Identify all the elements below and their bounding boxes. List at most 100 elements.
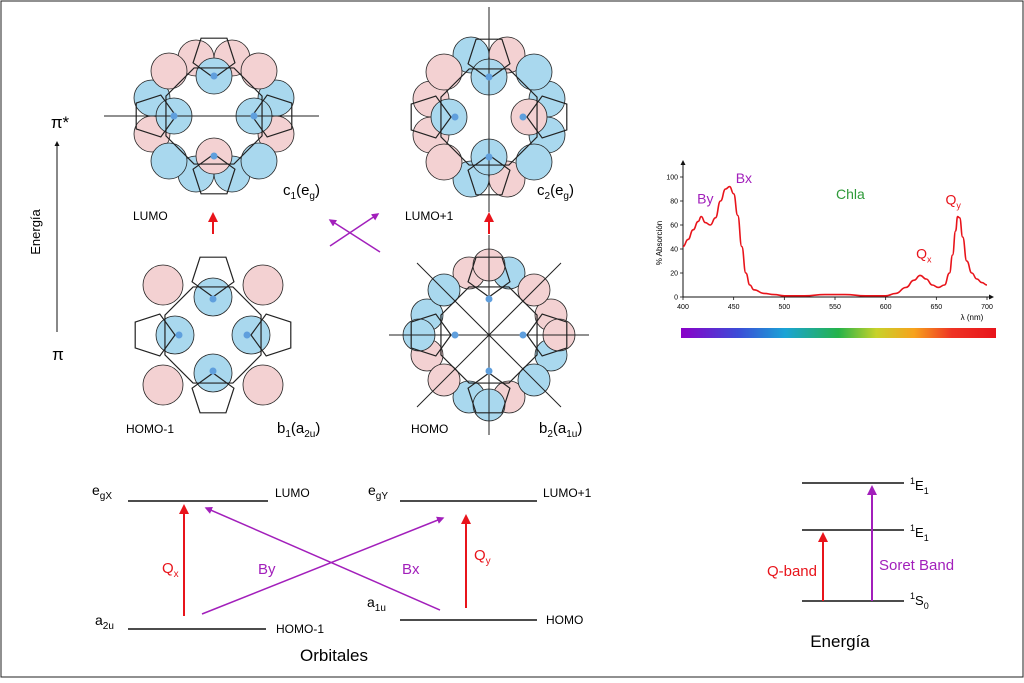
pyrrole-ring <box>134 313 176 357</box>
chart-annotation: Qy <box>945 192 961 211</box>
by-label: By <box>258 561 276 578</box>
orbitales-title: Orbitales <box>300 646 368 665</box>
x-tick-label: 500 <box>778 304 790 311</box>
orbital-lobe <box>150 142 188 180</box>
nodal-line <box>416 262 562 408</box>
state-diagram: 1E1 1E1 1S0 Q-band Soret Band Energía <box>767 476 954 651</box>
atom-dot <box>175 331 183 339</box>
lumo-plus1-symmetry-label: c2(eg) <box>537 182 574 202</box>
y-tick-label: 100 <box>666 175 678 182</box>
atom-dot <box>451 113 459 121</box>
pyrrole-ring <box>191 372 235 414</box>
pyrrole-ring <box>191 256 235 298</box>
atom-dot <box>519 331 527 339</box>
a1u-label: a1u <box>367 594 386 614</box>
atom-dot <box>485 153 493 161</box>
atom-dot <box>519 113 527 121</box>
atom-dot <box>250 112 258 120</box>
orbital-lobe <box>430 98 468 136</box>
lumo-plus1-level-label: LUMO+1 <box>543 486 592 500</box>
homo-symmetry-label: b2(a1u) <box>539 420 582 440</box>
egx-label: egX <box>92 482 112 502</box>
energy-axis-title: Energía <box>28 208 43 254</box>
pi-star-label: π* <box>51 113 70 132</box>
a2u-label: a2u <box>95 612 114 632</box>
orbital-lobe <box>242 364 284 406</box>
x-tick-label: 600 <box>880 304 892 311</box>
pyrrole-ring <box>410 95 452 139</box>
e1-lower-label: 1E1 <box>910 523 929 543</box>
orbital-transitions: egX egY a2u a1u LUMO LUMO+1 HOMO-1 HOMO … <box>92 482 592 665</box>
pyrrole-ring <box>192 153 236 195</box>
energia-title: Energía <box>810 632 870 651</box>
homo-orbital-diagram <box>389 235 589 435</box>
orbital-lobe <box>240 142 278 180</box>
atom-dot <box>485 295 493 303</box>
y-tick-label: 80 <box>670 199 678 206</box>
y-tick-label: 0 <box>674 295 678 302</box>
x-tick-label: 700 <box>981 304 993 311</box>
orbital-lobe <box>425 53 463 91</box>
chart-annotation: Qx <box>916 246 932 265</box>
orbital-lobe <box>142 264 184 306</box>
egy-label: egY <box>368 482 388 502</box>
lumo-level-label: LUMO <box>275 486 310 500</box>
lumo-orbital-diagram <box>104 37 319 195</box>
qx-label: Qx <box>162 560 179 580</box>
y-tick-label: 60 <box>670 223 678 230</box>
homo-minus1-label: HOMO-1 <box>126 422 174 436</box>
atom-dot <box>209 367 217 375</box>
absorption-curve <box>682 185 988 297</box>
lumo-plus1-orbital-diagram <box>410 7 568 212</box>
atom-dot <box>451 331 459 339</box>
homo-minus1-level-label: HOMO-1 <box>276 622 324 636</box>
s0-label: 1S0 <box>910 591 929 611</box>
atom-dot <box>485 367 493 375</box>
chart-xlabel: λ (nm) <box>961 313 984 322</box>
bx-label: Bx <box>402 561 420 578</box>
visible-spectrum-bar <box>681 328 996 338</box>
orbital-lobe <box>142 364 184 406</box>
lumo-plus1-label: LUMO+1 <box>405 209 454 223</box>
atom-dot <box>243 331 251 339</box>
chart-annotation: By <box>697 190 713 206</box>
macrocycle-ring <box>164 286 262 384</box>
chart-annotation: Bx <box>736 170 752 186</box>
y-tick-label: 20 <box>670 271 678 278</box>
atom-dot <box>485 73 493 81</box>
q-band-label: Q-band <box>767 563 817 580</box>
orbital-lobe <box>150 52 188 90</box>
x-tick-label: 650 <box>930 304 942 311</box>
chart-title: Chla <box>836 186 865 202</box>
x-tick-label: 400 <box>677 304 689 311</box>
atom-dot <box>170 112 178 120</box>
chart-ylabel: % Absorción <box>655 221 664 265</box>
homo-level-label: HOMO <box>546 613 583 627</box>
lumo-label: LUMO <box>133 209 168 223</box>
pyrrole-ring <box>250 313 292 357</box>
cross-arrow-up <box>329 213 380 247</box>
orbital-lobe <box>515 53 553 91</box>
cross-arrow-left <box>328 219 381 253</box>
qy-label: Qy <box>474 547 491 567</box>
atom-dot <box>210 72 218 80</box>
by-arrow <box>201 516 445 615</box>
orbital-lobe <box>515 143 553 181</box>
macrocycle-ring <box>165 67 263 165</box>
lumo-symmetry-label: c1(eg) <box>283 182 320 202</box>
pyrrole-ring <box>192 37 236 79</box>
orbital-lobe <box>240 52 278 90</box>
energy-axis: π* π Energía <box>28 113 70 364</box>
homo-minus1-symmetry-label: b1(a2u) <box>277 420 320 440</box>
macrocycle-ring <box>440 68 538 166</box>
macrocycle-ring <box>440 286 538 384</box>
atom-dot <box>210 152 218 160</box>
orbital-lobe <box>425 143 463 181</box>
soret-band-label: Soret Band <box>879 557 954 574</box>
orbital-lobe <box>510 98 548 136</box>
orbital-lobe <box>242 264 284 306</box>
